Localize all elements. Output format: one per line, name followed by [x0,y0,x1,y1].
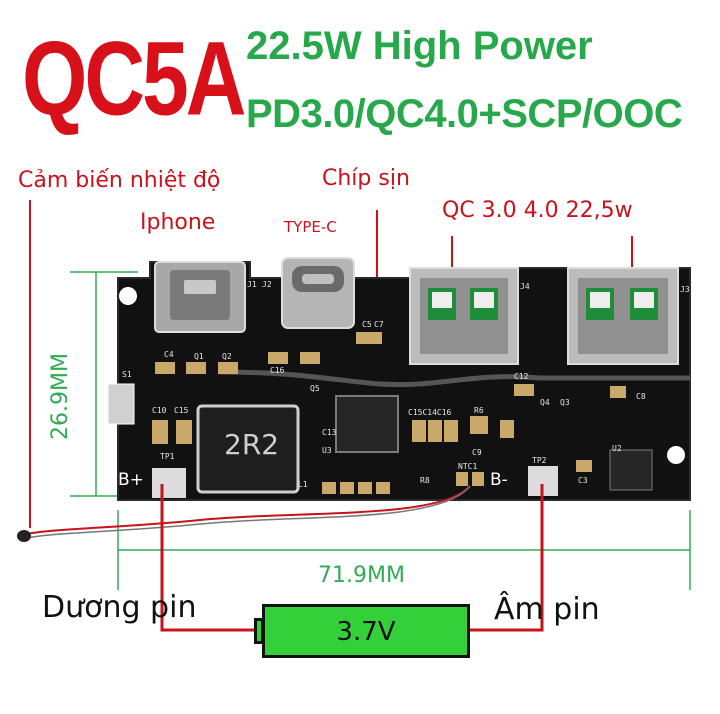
iphone-port-label: Iphone [140,210,216,235]
silk-tp1: TP1 [160,452,175,461]
silk-q5: Q5 [310,384,320,393]
headline-power: 22.5W High Power [246,24,593,68]
silk-c15: C15 [174,406,189,415]
headline-protocols: PD3.0/QC4.0+SCP/OOC [246,92,683,136]
battery-voltage: 3.7V [336,617,396,647]
width-dimension-label: 71.9MM [318,563,405,588]
b-plus-label: B+ [118,470,144,490]
qc-port-label: QC 3.0 4.0 22,5w [442,198,633,223]
silk-l1: L1 [298,480,308,489]
switch-s1 [107,383,135,425]
silk-j3: J3 [680,285,690,294]
silk-c10: C10 [152,406,167,415]
thermistor-wire [25,485,471,535]
silk-tp2: TP2 [532,456,547,465]
test-point-tp1 [152,468,186,498]
chip-label: Chíp sịn [322,166,410,191]
typec-port-label: TYPE-C [284,218,337,236]
silk-c7: C7 [374,320,384,329]
silk-u3: U3 [322,446,332,455]
silk-j4: J4 [520,282,530,291]
negative-wire [470,484,544,632]
silk-ntc1: NTC1 [458,462,478,471]
mount-hole-br [667,446,685,464]
silk-c5: C5 [362,320,372,329]
silk-u2: U2 [612,444,622,453]
silk-j1: J1 [247,280,257,289]
sensor-label: Cảm biến nhiệt độ [18,168,221,193]
battery-body: 3.7V [262,604,470,658]
chip-u2 [609,449,653,491]
silk-c16: C16 [270,366,285,375]
silk-c13: C13 [322,428,337,437]
silk-q1: Q1 [194,352,204,361]
silk-q2: Q2 [222,352,232,361]
b-minus-label: B- [490,470,508,490]
height-dimension-label: 26.9MM [48,353,73,440]
silk-r6: R6 [474,406,484,415]
thermistor-bead [17,530,31,542]
silk-c9: C9 [472,448,482,457]
silk-c12: C12 [514,372,529,381]
silk-q4: Q4 [540,398,550,407]
silk-j2: J2 [262,280,272,289]
silk-r8: R8 [420,476,430,485]
silk-c4: C4 [164,350,174,359]
positive-wire [160,484,262,632]
silk-c8: C8 [636,392,646,401]
silk-c15c14c16: C15C14C16 [408,408,452,417]
main-chip [335,395,399,453]
silk-s1: S1 [122,370,132,379]
mount-hole-tl [119,287,137,305]
silk-q3: Q3 [560,398,570,407]
brand-title: QC5A [22,19,246,137]
inductor-l1 [196,404,300,494]
silk-c3: C3 [578,476,588,485]
inductor-marking: 2R2 [224,428,280,461]
positive-terminal-label: Dương pin [42,590,197,625]
negative-terminal-label: Âm pin [494,592,600,627]
